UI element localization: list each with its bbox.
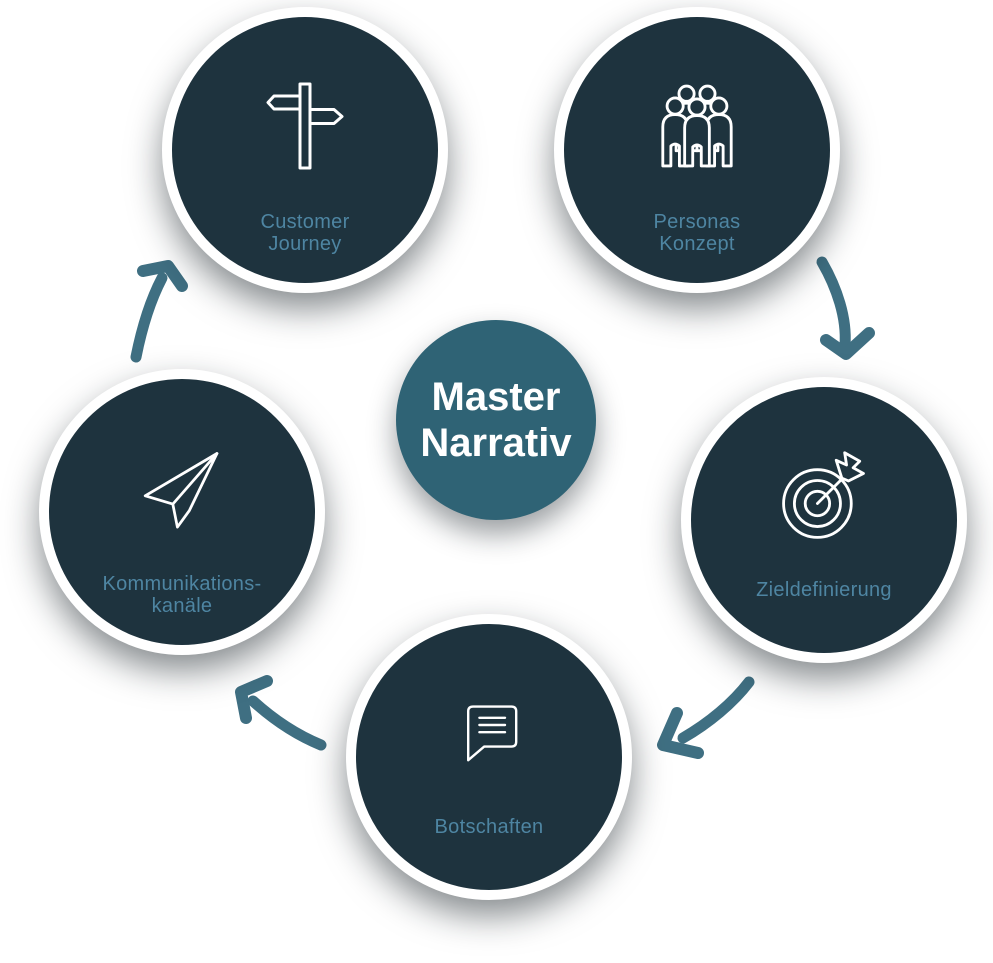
arrow-botschaften-to-kommunikation xyxy=(235,675,327,751)
node-botschaften: Botschaften xyxy=(346,614,632,900)
center-title-line: Master xyxy=(431,375,561,419)
signpost-icon xyxy=(266,82,344,170)
paper-plane-icon xyxy=(136,444,228,532)
center-title-line: Narrativ xyxy=(420,421,572,465)
arrow-personas-to-ziel xyxy=(816,256,875,360)
node-label: Botschaften xyxy=(356,816,622,838)
people-group-icon xyxy=(659,81,735,171)
node-label: Zieldefinierung xyxy=(691,579,957,601)
node-label-line: Botschaften xyxy=(434,816,544,838)
node-customer-journey: Customer Journey xyxy=(162,7,448,293)
arrow-ziel-to-botschaften xyxy=(657,676,755,759)
node-label: Personas Konzept xyxy=(564,211,830,255)
center-node-master-narrativ: Master Narrativ xyxy=(396,320,596,520)
speech-bubble-icon xyxy=(449,697,529,769)
node-personas-konzept: Personas Konzept xyxy=(554,7,840,293)
node-label: Kommunikations- kanäle xyxy=(49,573,315,617)
node-label-line: Customer xyxy=(260,211,350,233)
arrow-kommunikation-to-customer xyxy=(130,260,188,363)
node-label: Customer Journey xyxy=(172,211,438,255)
node-label-line: Konzept xyxy=(659,233,735,255)
node-label-line: Personas xyxy=(653,211,741,233)
node-kommunikationskanaele: Kommunikations- kanäle xyxy=(39,369,325,655)
node-zieldefinierung: Zieldefinierung xyxy=(681,377,967,663)
target-icon xyxy=(777,449,871,543)
node-label-line: kanäle xyxy=(151,595,213,617)
node-label-line: Zieldefinierung xyxy=(756,579,892,601)
node-label-line: Kommunikations- xyxy=(102,573,262,595)
node-label-line: Journey xyxy=(268,233,342,255)
